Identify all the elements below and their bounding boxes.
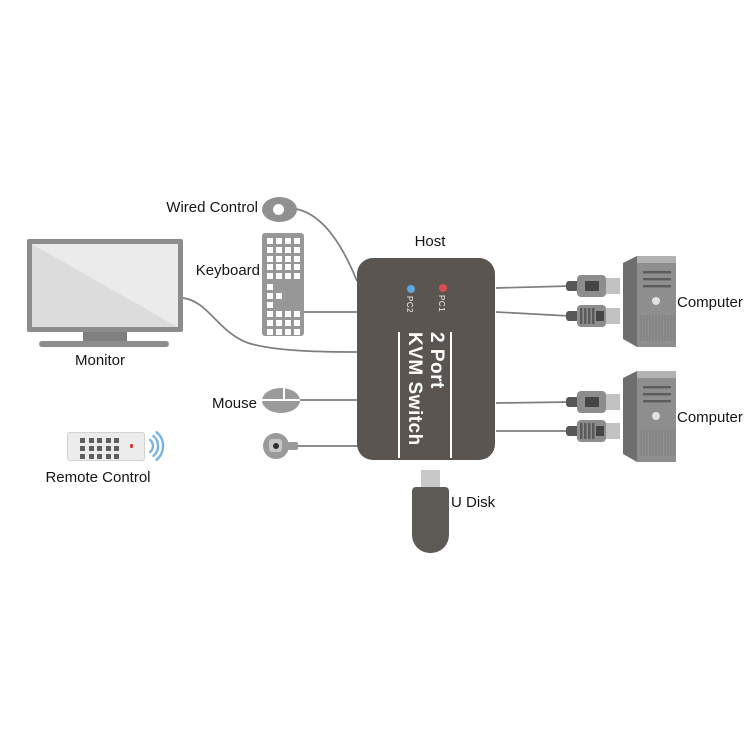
key-square (285, 255, 291, 262)
key-square (276, 320, 282, 326)
remote-led (130, 444, 133, 448)
hdmi-plug-icon (566, 305, 620, 327)
key-square (88, 446, 94, 451)
key-square (267, 273, 273, 280)
wired-control-label: Wired Control (166, 199, 258, 216)
key-square (97, 438, 102, 443)
key-square (105, 454, 111, 459)
monitor-icon (27, 239, 183, 332)
key-square (88, 454, 94, 459)
keyboard-key (267, 302, 273, 308)
key-square (80, 438, 85, 443)
pc2-led (407, 285, 415, 293)
monitor-cable (182, 297, 359, 353)
udisk-label: U Disk (451, 494, 496, 511)
pc1-led (439, 284, 447, 292)
key-square (285, 320, 291, 326)
key-square (285, 264, 291, 271)
keyboard-label: Keyboard (195, 262, 260, 279)
computer-top-label: Computer (677, 294, 743, 311)
monitor-stand-base (39, 341, 169, 347)
key-square (276, 246, 282, 253)
key-square (267, 329, 273, 335)
key-square (285, 311, 291, 317)
usb-plug-icon (566, 391, 620, 413)
pc1-led-label: PC1 (437, 295, 446, 313)
remote-control-label: Remote Control (45, 469, 151, 486)
keyboard-key (276, 293, 282, 299)
pc1-cable-b (495, 311, 571, 317)
key-square (267, 320, 273, 326)
keyboard-icon (262, 233, 304, 336)
key-square (285, 273, 291, 280)
mouse-label: Mouse (211, 395, 257, 412)
key-square (294, 246, 300, 253)
power-jack-stub (288, 442, 298, 450)
key-square (97, 454, 102, 459)
key-square (88, 438, 94, 443)
kvm-line2: KVM Switch (404, 332, 425, 446)
pc1-cable-a (495, 285, 571, 289)
wired-control-button-hole (273, 204, 284, 215)
key-square (276, 273, 282, 280)
udisk-icon (412, 487, 449, 553)
key-square (285, 238, 291, 244)
key-square (97, 446, 102, 451)
kvm-line1: 2 Port (426, 332, 447, 389)
key-square (276, 264, 282, 271)
wired-control-button-icon (262, 197, 297, 222)
keyboard-key (267, 284, 273, 290)
key-square (105, 446, 111, 451)
monitor-label: Monitor (74, 352, 126, 369)
computer-tower-icon (623, 371, 676, 462)
key-square (114, 438, 119, 443)
key-square (114, 446, 119, 451)
key-square (114, 454, 119, 459)
key-square (267, 311, 273, 317)
key-square (294, 311, 300, 317)
key-square (294, 264, 300, 271)
mouse-divider-v (283, 388, 285, 400)
monitor-stand-neck (83, 332, 127, 342)
remote-control-icon (67, 432, 145, 461)
key-square (294, 273, 300, 280)
key-square (285, 329, 291, 335)
key-square (267, 255, 273, 262)
key-square (267, 238, 273, 244)
key-square (80, 446, 85, 451)
host-label: Host (414, 233, 446, 250)
key-square (276, 329, 282, 335)
wired-control-cable (295, 208, 358, 282)
mouse-icon (262, 388, 300, 413)
pc2-led-label: PC2 (405, 296, 414, 314)
key-square (276, 238, 282, 244)
usb-plug-icon (566, 275, 620, 297)
udisk-connector (421, 470, 440, 487)
power-jack-pin (273, 443, 279, 449)
computer-tower-icon (623, 256, 676, 347)
key-square (80, 454, 85, 459)
computer-bottom-label: Computer (677, 409, 743, 426)
key-square (267, 264, 273, 271)
key-square (105, 438, 111, 443)
wireless-signal-icon (148, 431, 165, 461)
key-square (285, 246, 291, 253)
key-square (294, 320, 300, 326)
key-square (276, 311, 282, 317)
hdmi-plug-icon (566, 420, 620, 442)
key-square (276, 255, 282, 262)
key-square (294, 238, 300, 244)
mouse-divider-h (262, 399, 300, 401)
kvm-switch: PC2 PC1 (357, 258, 495, 460)
key-square (294, 255, 300, 262)
pc2-cable-a (495, 401, 571, 404)
keyboard-key (267, 293, 273, 299)
key-square (267, 246, 273, 253)
key-square (294, 329, 300, 335)
